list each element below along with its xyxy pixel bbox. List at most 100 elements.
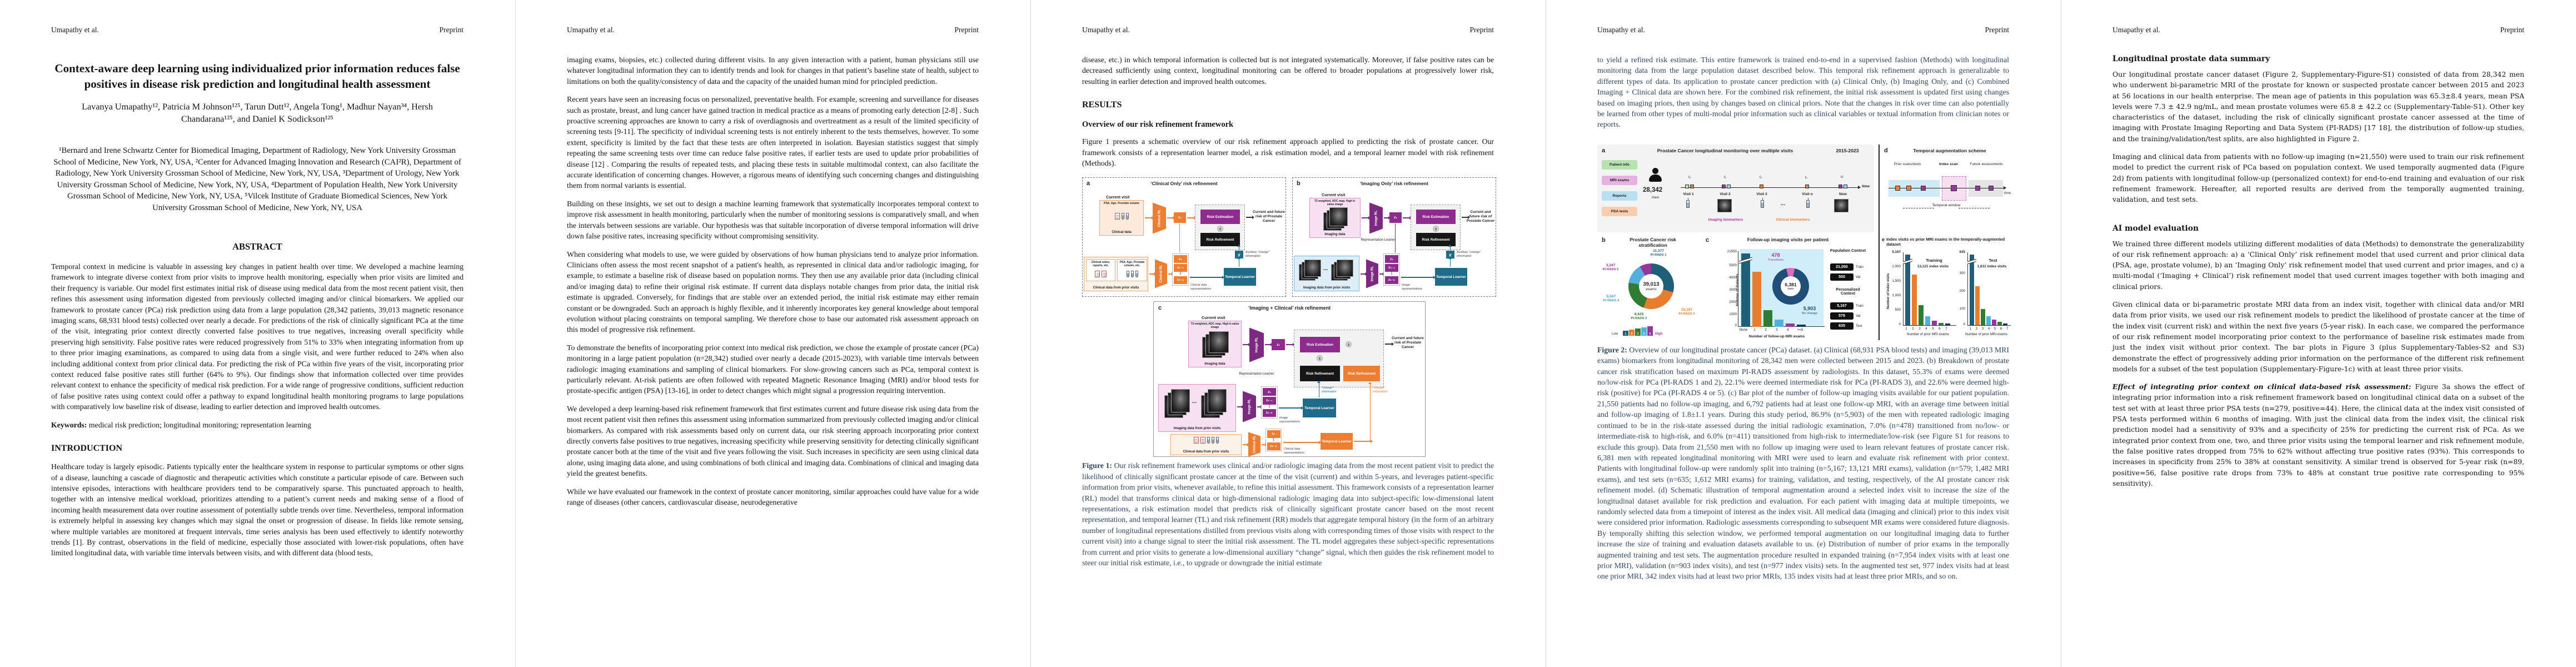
figure-1-caption-label: Figure 1: [1082, 461, 1112, 470]
training-label: Training [1926, 257, 1942, 263]
xtick: 2 [1912, 326, 1914, 331]
paragraph: disease, etc.) in which temporal informa… [1082, 56, 1494, 86]
keywords-text: medical risk prediction; longitudinal mo… [87, 420, 311, 429]
xtick: 7 [1945, 326, 1947, 331]
panel-divider [1879, 144, 1880, 340]
paragraph: Recent years have seen an increasing foc… [567, 95, 979, 190]
arrow-icon [1368, 382, 1373, 391]
arrow-icon [1262, 442, 1267, 447]
zt-box: zₜ [1385, 255, 1398, 263]
xtick: 3 [1981, 326, 1984, 331]
page-4: Umapathy et al. Preprint to yield a refi… [1546, 0, 2061, 667]
xtick: >=5 [1797, 327, 1803, 332]
donut-center: 39,013 exams [1639, 273, 1663, 298]
aux-change-label: Auxiliary “change” information [1457, 251, 1481, 258]
mri-fields: T2-weighted, ADC map, High b-value image [1314, 200, 1356, 207]
preprint-label: Preprint [2500, 26, 2525, 34]
xtick: 2 [1765, 327, 1767, 332]
temporal-learner-box-orange: Temporal Learner [1321, 433, 1353, 450]
representation-learner-label: Representation Learner [1361, 238, 1396, 242]
psa-marker [1760, 184, 1763, 188]
page-header: Umapathy et al. Preprint [51, 26, 464, 34]
ytick: 500 [1895, 307, 1901, 312]
clinical-data-box: PSA, Age, Prostate volume Clinical data [1099, 200, 1144, 236]
clinical-representation-stack: cₜ ⋮ cₜ₋ₖ [1265, 429, 1282, 452]
now-label: Now [1839, 192, 1847, 196]
g-box: g [1235, 251, 1243, 259]
xtick: 4 [1987, 326, 1990, 331]
future-assessments-label: Future assessments [1970, 162, 2003, 166]
image-rl-trapezoid: Image RL [1369, 202, 1383, 234]
panel-label: c [1158, 305, 1162, 312]
mri-image-icon [1202, 331, 1229, 359]
image-rl-trapezoid: Image RL [1249, 327, 1264, 362]
ytick: 1,500 [1892, 278, 1901, 283]
clinical-prior-caption: Clinical data from prior visits [1183, 450, 1229, 454]
fig2-panel-e: e Index visits vs prior MRI exams in the… [1882, 237, 2011, 342]
page-5: Umapathy et al. Preprint Longitudinal pr… [2061, 0, 2576, 667]
clinical-prior-caption: Clinical data from prior visits [1093, 286, 1139, 290]
scale-3: 3 [1635, 328, 1641, 336]
running-author: Umapathy et al. [1082, 26, 1130, 34]
risk-estimation-box: Risk Estimation [1200, 210, 1240, 225]
document-icon [1102, 271, 1107, 278]
risk-refinement-box: Risk Refinement [1416, 233, 1456, 247]
pop-val-count: 500 [1830, 273, 1853, 281]
bar-5 [1932, 320, 1937, 325]
ellipsis: ⋯ [1192, 400, 1197, 406]
clinical-icons [1100, 213, 1143, 220]
ct-box: cₜ [1267, 430, 1280, 438]
image-rl-label: Image RL [1374, 210, 1378, 226]
test-label: Test [1989, 257, 1997, 263]
exam-label: exams [1646, 287, 1657, 291]
introduction-text: Healthcare today is largely episodic. Pa… [51, 462, 464, 558]
page-4-content: to yield a refined risk estimate. This e… [1597, 54, 2011, 589]
donut-center: 6,381 men [1781, 276, 1801, 296]
paragraph: While we have evaluated our framework in… [567, 487, 979, 507]
arrow-icon [1286, 342, 1295, 347]
panel-label: b [1297, 180, 1301, 187]
clinical-notes-mini: Clinical notes, reports, etc. [1086, 259, 1115, 282]
arrow-icon [1145, 215, 1154, 221]
fig2-panel-b: b Prostate Cancer risk stratification 39… [1597, 237, 1703, 342]
clinical-values-label: PSA, Age, Prostate volume, etc. [1119, 261, 1145, 268]
image-reps-label: Image representations [1279, 416, 1301, 424]
arrow-icon [1243, 442, 1249, 447]
fig1-panel-a: a ‘Clinical Only’ risk refinement Curren… [1082, 177, 1286, 297]
panel-label: e [1882, 236, 1885, 242]
risk-group: Risk Estimation ± Risk Refinement [1411, 205, 1461, 251]
affiliations: ¹Bernard and Irene Schwartz Center for B… [53, 146, 461, 212]
current-visit-label: Current visit [1106, 195, 1130, 200]
ytick: 0 [1735, 323, 1737, 327]
clinical-rl-label: Clinical RL [1157, 209, 1162, 227]
pers-train-count: 5,167 [1830, 302, 1853, 310]
risk-refinement-box-orange: Risk Refinement [1343, 366, 1380, 382]
arrow-icon [1379, 271, 1385, 277]
bar-3 [1981, 308, 1985, 325]
keywords-line: Keywords: medical risk prediction; longi… [51, 420, 464, 430]
ytick: 0 [1963, 322, 1965, 326]
ytick: 5000 [1729, 263, 1737, 267]
figure-2-caption-label: Figure 2: [1597, 345, 1627, 354]
image-representation-stack: zₜ zₜ₋₁ ⋮ zₜ₋ₖ [1383, 253, 1400, 286]
pirads5-count: 3,247 [1606, 263, 1616, 267]
plus-minus-icon: ± [1346, 341, 1352, 348]
bar-4 [1986, 316, 1991, 325]
ai-model-evaluation-heading: AI model evaluation [2112, 223, 2199, 233]
ytick: 100 [1959, 306, 1965, 311]
current-visit-label: Current visit [1202, 315, 1225, 321]
visit-3-label: Visit 3 [1756, 192, 1767, 196]
report-marker [1727, 184, 1731, 188]
panel-title: Temporal augmentation scheme [1913, 147, 1986, 153]
syringe-icon [1806, 197, 1810, 208]
ct-box: cₜ [1174, 212, 1186, 223]
page-3: Umapathy et al. Preprint disease, etc.) … [1030, 0, 1546, 667]
paragraph: Effect of integrating prior context on c… [2112, 381, 2524, 489]
mri-marker [1722, 184, 1726, 188]
output-text: Current and future risk of Prostate Canc… [1253, 210, 1285, 223]
risk-scale: 1 2 3 4 5 [1623, 326, 1653, 336]
running-author: Umapathy et al. [1597, 26, 1645, 34]
syringe-icon [1761, 197, 1764, 208]
pirads3-count: 8,625 [1634, 312, 1644, 316]
time-label: time [1862, 184, 1870, 188]
